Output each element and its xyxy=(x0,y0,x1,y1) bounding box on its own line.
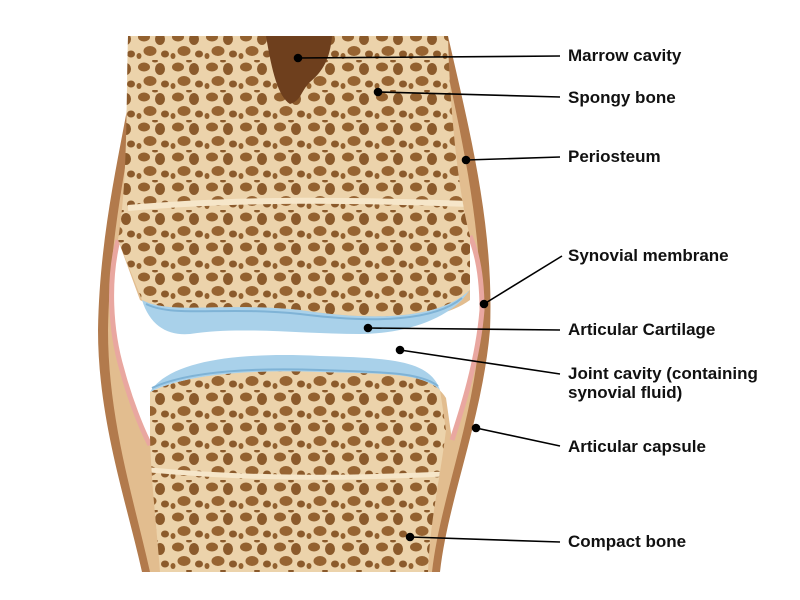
joint-cavity xyxy=(111,236,482,445)
label-compact-bone: Compact bone xyxy=(568,532,687,551)
label-marrow-cavity: Marrow cavity xyxy=(568,46,682,65)
label-articular-capsule: Articular capsule xyxy=(568,437,706,456)
synovial-membrane xyxy=(109,235,485,447)
label-joint-cavity-line2: synovial fluid) xyxy=(568,383,683,402)
leader-lines xyxy=(293,53,563,543)
upper-bone xyxy=(118,36,470,317)
label-articular-cartilage: Articular Cartilage xyxy=(568,320,716,339)
articular-cartilage-upper xyxy=(142,290,470,335)
label-periosteum: Periosteum xyxy=(568,147,661,166)
marrow-cavity xyxy=(266,36,332,104)
articular-cartilage-lower xyxy=(150,355,440,392)
lower-bone xyxy=(150,370,446,572)
label-joint-cavity-line1: Joint cavity (containing xyxy=(568,364,758,383)
label-spongy-bone: Spongy bone xyxy=(568,88,676,107)
label-synovial-membrane: Synovial membrane xyxy=(568,246,729,265)
